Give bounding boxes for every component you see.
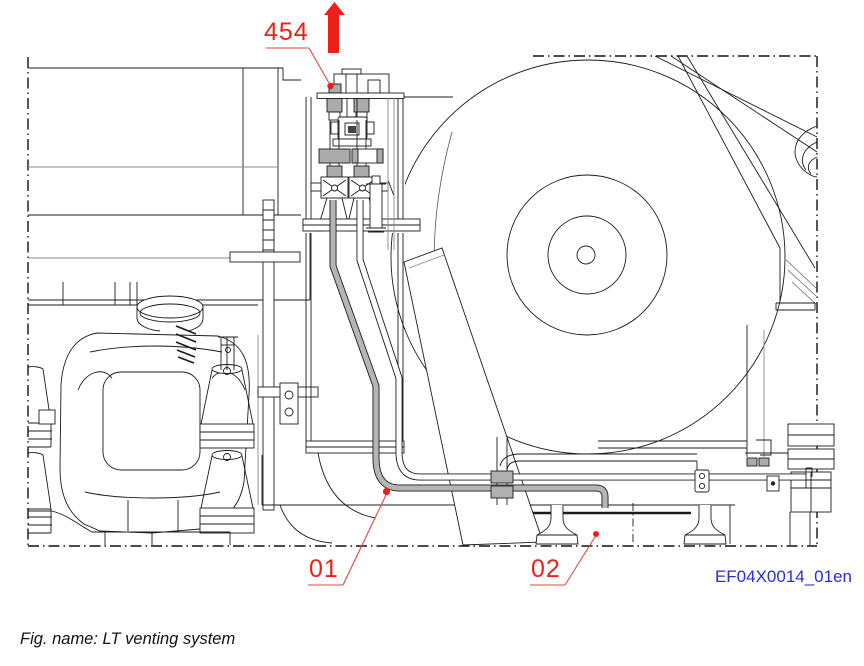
support-column: [229, 199, 319, 511]
right-structure: [598, 55, 835, 513]
vent-pipe-secondary: [356, 200, 806, 481]
label-02: 02: [531, 555, 561, 583]
edge-mounts: [27, 366, 56, 534]
annotation-markers: [324, 2, 599, 537]
spring-damper: [136, 295, 204, 364]
leader-dot-02: [593, 531, 599, 537]
flywheel: [390, 59, 786, 455]
vent-pipe-highlighted: [329, 200, 609, 508]
label-454: 454: [264, 18, 309, 46]
bell-mouths: [496, 437, 727, 545]
pipe-clamps: [490, 467, 813, 499]
label-01: 01: [309, 555, 339, 583]
conical-mounts: [199, 364, 255, 534]
annotation-leaders: [266, 47, 596, 586]
leader-dot-01: [382, 487, 391, 496]
viewport-border: [27, 55, 818, 547]
leader-dot-454: [327, 82, 334, 90]
up-arrow-icon: [324, 2, 345, 53]
pipe-fitting: [366, 98, 395, 250]
figure-caption: Fig. name: LT venting system: [20, 630, 236, 648]
venting-valve-unit: [301, 66, 453, 250]
drawing-code: EF04X0014_01en: [714, 567, 852, 586]
exhaust-duct: [28, 67, 330, 306]
engine-housing: [27, 295, 255, 534]
channel-bracket: [218, 336, 238, 370]
